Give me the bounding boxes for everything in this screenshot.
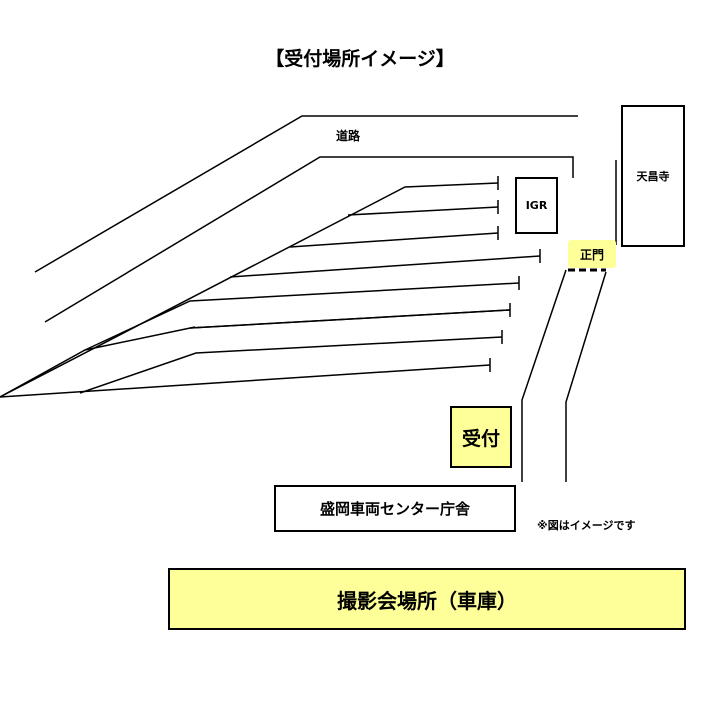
track-line-8 [0, 326, 196, 398]
track-line-4 [229, 255, 541, 278]
main-gate-label: 正門 [579, 247, 604, 262]
track-line-3 [289, 232, 499, 248]
road-label: 道路 [336, 129, 361, 143]
track-line-6b [189, 309, 511, 329]
igr-box: IGR [515, 177, 558, 234]
road-edge-upper [34, 115, 578, 273]
road-edge-lower [44, 156, 574, 323]
igr-label: IGR [525, 199, 548, 212]
reception-box: 受付 [450, 406, 512, 468]
image-note: ※図はイメージです [537, 519, 636, 532]
shooting-place-label: 撮影会場所（車庫） [337, 588, 517, 613]
main-gate-box: 正門 [568, 240, 616, 268]
track-line-9 [79, 336, 503, 394]
track-line-10 [0, 364, 491, 398]
center-building-label: 盛岡車両センター庁舎 [319, 500, 470, 518]
reception-label: 受付 [461, 427, 500, 450]
path-edge-right [565, 271, 607, 482]
center-building-box: 盛岡車両センター庁舎 [274, 485, 516, 532]
track-line-5 [84, 282, 520, 351]
track-line-1 [0, 182, 499, 398]
page-title: 【受付場所イメージ】 [265, 48, 455, 70]
temple-label: 天昌寺 [636, 170, 670, 183]
track-line-2 [347, 206, 499, 216]
path-edge-left [521, 269, 567, 482]
shooting-place-box: 撮影会場所（車庫） [168, 568, 686, 630]
temple-box: 天昌寺 [621, 105, 685, 247]
